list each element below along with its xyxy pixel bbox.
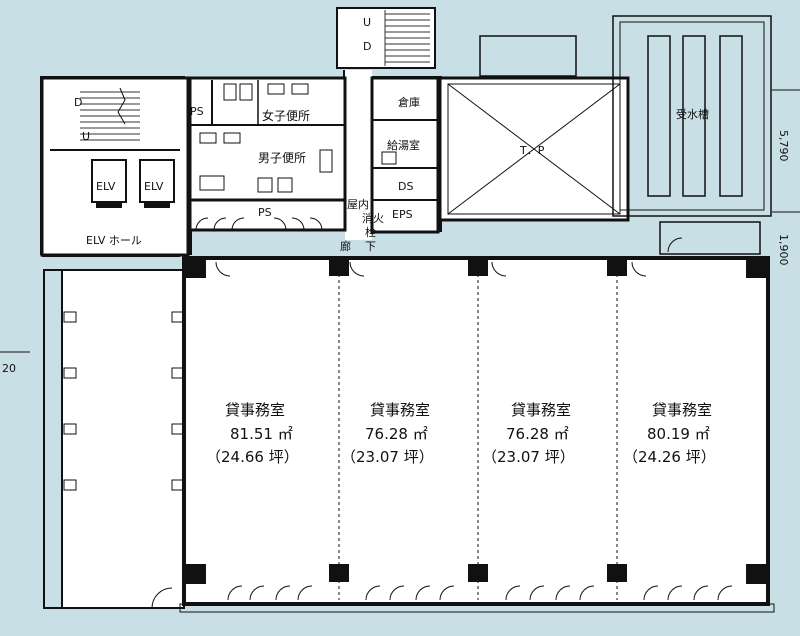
- elevator-2-label: ELV: [144, 180, 164, 193]
- dim-right-1: 5,790: [777, 130, 790, 162]
- office-3-name: 貸事務室: [511, 401, 571, 419]
- office-4-tsubo: （24.26 坪）: [623, 448, 716, 466]
- top-stair-up-label: U: [363, 16, 371, 29]
- ps-strip-label: PS: [258, 206, 272, 219]
- corridor-label-1: 廊: [340, 239, 351, 253]
- water-tank: 受水槽: [612, 15, 772, 217]
- left-stair: D U: [50, 87, 180, 151]
- office-3-tsubo: （23.07 坪）: [482, 448, 575, 466]
- toilets: PS 女子便所 男子便所: [190, 80, 345, 193]
- office-2-tsubo: （23.07 坪）: [341, 448, 434, 466]
- ds-label: DS: [398, 180, 413, 193]
- office-1-area: 81.51 ㎡: [230, 425, 293, 443]
- office-4-area: 80.19 ㎡: [647, 425, 710, 443]
- elevator-1: ELV: [91, 159, 127, 208]
- office-3-label-group: 貸事務室 76.28 ㎡ （23.07 坪）: [482, 401, 575, 466]
- office-1-tsubo: （24.66 坪）: [206, 448, 299, 466]
- mens-toilet-label: 男子便所: [258, 151, 306, 165]
- elevator-2: ELV: [139, 159, 175, 208]
- dim-right-2: 1,900: [777, 234, 790, 266]
- toilet-ps-label: PS: [190, 105, 204, 118]
- water-tank-label: 受水槽: [676, 108, 709, 121]
- corridor: [345, 70, 372, 240]
- tp-void: T．P: [438, 35, 630, 222]
- office-balcony: [179, 603, 775, 613]
- elv-hall-label: ELV ホール: [86, 234, 142, 247]
- office-2-name: 貸事務室: [370, 401, 430, 419]
- toilet-area: [190, 78, 345, 200]
- ps-strip-doors: [195, 217, 323, 231]
- left-stair-up-label: U: [82, 130, 90, 143]
- hydrant-label-1: 屋内: [347, 197, 369, 211]
- elevator-1-label: ELV: [96, 180, 116, 193]
- eps-label: EPS: [392, 208, 413, 221]
- office-4-label-group: 貸事務室 80.19 ㎡ （24.26 坪）: [623, 401, 716, 466]
- kitchenette-label: 給湯室: [387, 138, 420, 152]
- left-stair-down-label: D: [74, 96, 82, 109]
- corner-room: [659, 221, 761, 255]
- womens-toilet-label: 女子便所: [262, 108, 310, 123]
- tp-label: T．P: [519, 144, 545, 157]
- top-stair: U D: [336, 7, 436, 69]
- hydrant-label-3: 栓: [365, 225, 376, 239]
- top-stair-down-label: D: [363, 40, 371, 53]
- office-4-name: 貸事務室: [652, 401, 712, 419]
- corridor-label-2: 下: [365, 240, 376, 253]
- dim-left: 20: [2, 362, 16, 375]
- kitchenette-sink: [381, 151, 397, 165]
- office-3-area: 76.28 ㎡: [506, 425, 569, 443]
- hydrant-label-2: 消火: [362, 211, 384, 225]
- office-2-label-group: 貸事務室 76.28 ㎡ （23.07 坪）: [341, 401, 434, 466]
- left-aisle: [43, 269, 185, 609]
- service-room-dividers: [372, 119, 440, 201]
- storage-label: 倉庫: [398, 95, 420, 109]
- office-1-label-group: 貸事務室 81.51 ㎡ （24.66 坪）: [206, 401, 299, 466]
- office-1-name: 貸事務室: [225, 401, 285, 419]
- service-rooms: [372, 78, 438, 232]
- ps-strip: [190, 200, 345, 230]
- office-2-area: 76.28 ㎡: [365, 425, 428, 443]
